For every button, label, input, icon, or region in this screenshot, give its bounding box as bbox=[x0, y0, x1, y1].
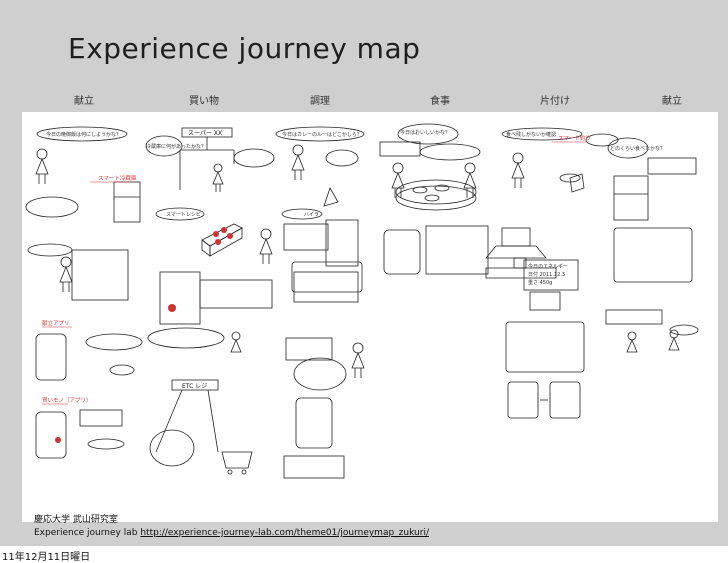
person-figure bbox=[463, 162, 477, 198]
stage-header: 献立 買い物 調理 食事 片付け 献立 bbox=[22, 92, 718, 112]
shop-sign: スーパー XX bbox=[188, 130, 222, 137]
knife-icon bbox=[323, 187, 339, 207]
note-1: 今日の晩御飯は何にしようかな？ bbox=[46, 131, 121, 138]
note-2: 冷蔵庫に何があったかな？ bbox=[146, 143, 206, 150]
scale-icon bbox=[559, 173, 585, 193]
note-5: 食べ残しがないか確認 bbox=[506, 131, 556, 138]
person-figure bbox=[668, 329, 680, 351]
menu-app-label: 献立アプリ bbox=[42, 319, 70, 327]
stage-cleanup: 片付け bbox=[540, 96, 570, 107]
note-6: どのくらい食べたかな？ bbox=[610, 145, 665, 152]
page-title: Experience journey map bbox=[68, 32, 421, 65]
note-3: 今日はカレーのルーはどこかしら？ bbox=[282, 131, 362, 138]
footer-caption-text: Experience journey lab bbox=[34, 528, 138, 538]
tablet-icon bbox=[507, 381, 539, 419]
tooltip-label: ハイラ bbox=[304, 212, 319, 218]
person-figure bbox=[626, 331, 638, 353]
scale-card-title: 今日のエネルギー bbox=[528, 263, 568, 270]
stage-cooking: 調理 bbox=[310, 96, 330, 107]
footer-caption: Experience journey lab http://experience… bbox=[34, 528, 429, 538]
person-figure bbox=[35, 148, 49, 184]
note-4: 今日はおいしいかな？ bbox=[400, 129, 450, 136]
tablet-icon bbox=[549, 381, 581, 419]
scale-card-weight: 重さ 450g bbox=[528, 279, 552, 286]
journey-map: 今日の晩御飯は何にしようかな？ 冷蔵庫に何があったかな？ 今日はカレーのルーはど… bbox=[22, 112, 718, 522]
person-figure bbox=[391, 162, 405, 198]
trash-scale bbox=[485, 227, 557, 279]
person-figure bbox=[259, 228, 273, 264]
stage-menu: 献立 bbox=[74, 96, 94, 107]
stage-meal: 食事 bbox=[430, 96, 450, 107]
fridge-icon bbox=[613, 175, 649, 221]
date-stamp: 11年12月11日曜日 bbox=[2, 552, 91, 563]
register-sign: ETC レジ bbox=[182, 383, 207, 390]
journey-illustration: 今日の晩御飯は何にしようかな？ 冷蔵庫に何があったかな？ 今日はカレーのルーはど… bbox=[25, 123, 699, 479]
tomato-icons bbox=[55, 227, 233, 443]
person-figure bbox=[291, 144, 305, 180]
fridge-icon bbox=[113, 181, 141, 223]
stage-shopping: 買い物 bbox=[189, 96, 219, 107]
person-figure bbox=[59, 256, 73, 292]
tablet-icon bbox=[383, 229, 421, 275]
dining-table bbox=[395, 179, 477, 211]
person-figure bbox=[212, 163, 224, 192]
footer-url-link[interactable]: http://experience-journey-lab.com/theme0… bbox=[140, 528, 429, 538]
footer-org: 慶応大学 武山研究室 bbox=[34, 515, 118, 525]
slide-background: Experience journey map 献立 買い物 調理 食事 片付け … bbox=[0, 0, 728, 546]
scale-card-date: 日付 2011.12.3 bbox=[528, 271, 565, 278]
person-figure bbox=[230, 331, 242, 353]
smart-recipe-label: スマートレシピ bbox=[166, 212, 201, 218]
person-figure bbox=[351, 342, 365, 378]
tablet-icon bbox=[295, 397, 333, 449]
stage-menu-2: 献立 bbox=[662, 96, 682, 107]
phone-icon bbox=[35, 411, 67, 459]
buy-memo-label: 買いモノ（アプリ） bbox=[42, 397, 92, 404]
phone-icon bbox=[35, 333, 67, 381]
smart-fridge-label: スマート冷蔵庫 bbox=[98, 174, 137, 182]
cart-icon bbox=[221, 451, 253, 475]
person-figure bbox=[511, 152, 525, 188]
smart-trash-label: スマート釣り bbox=[558, 134, 591, 142]
